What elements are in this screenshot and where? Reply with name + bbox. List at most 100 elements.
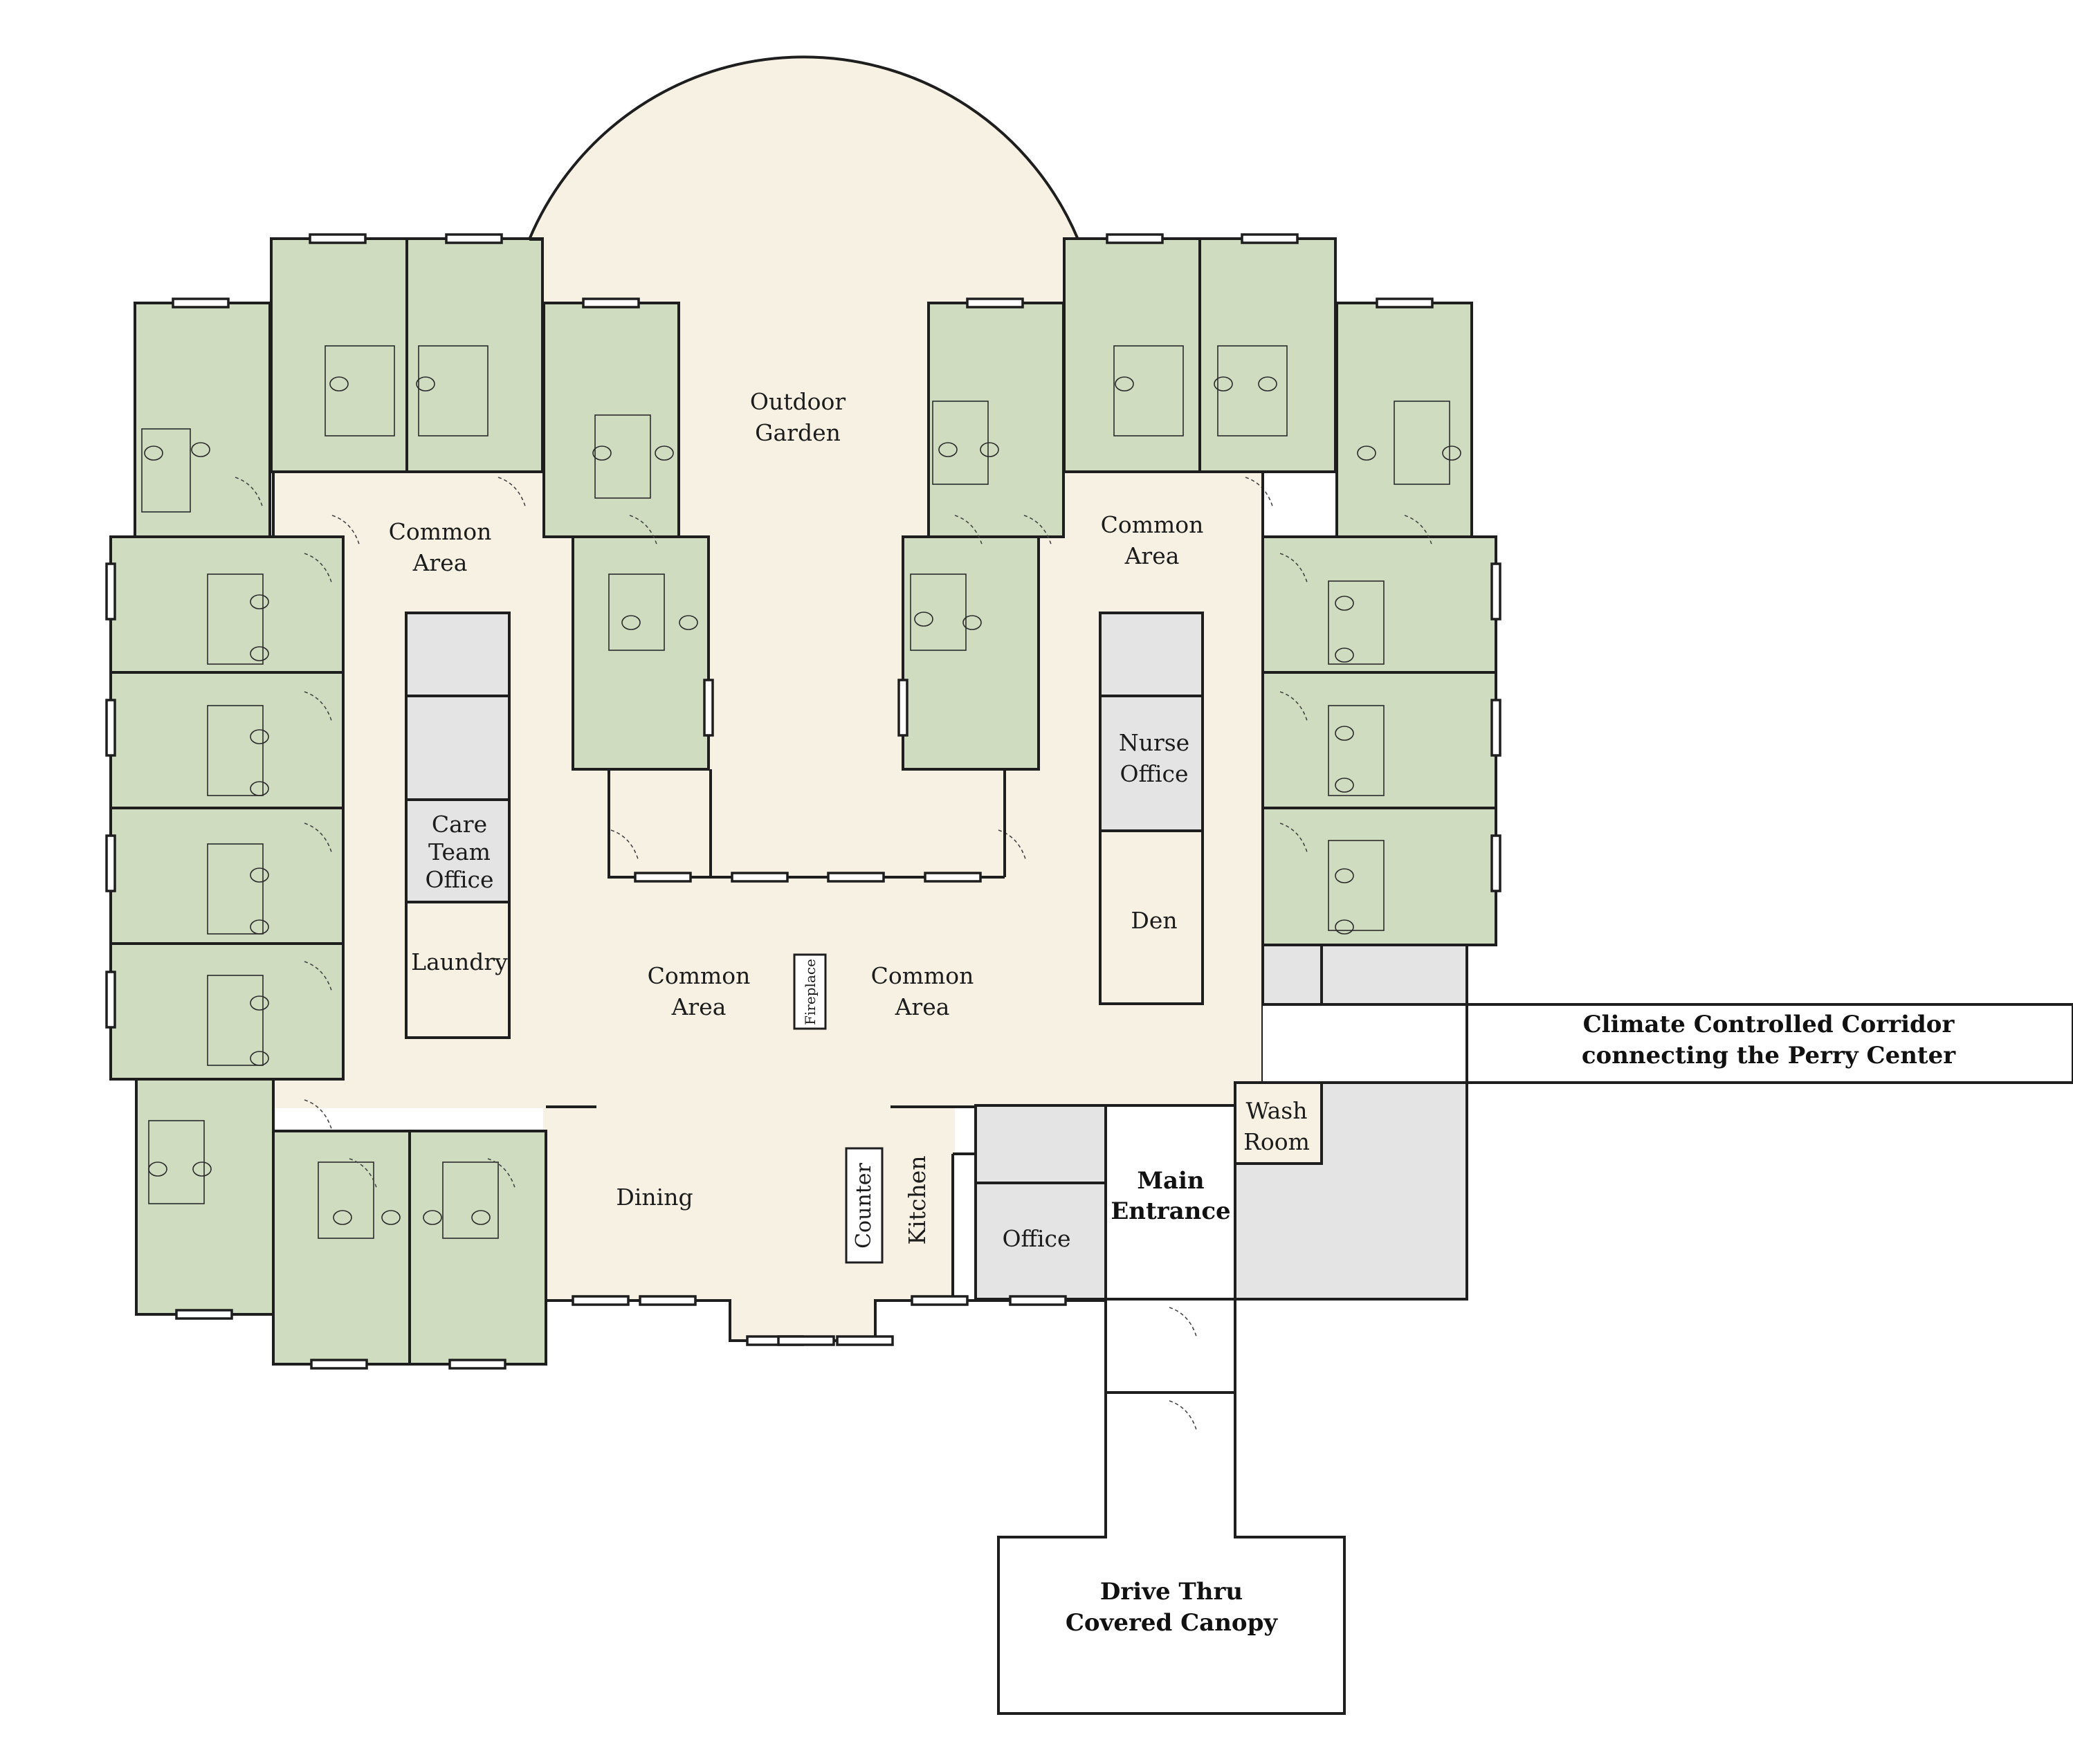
- resident-room: [109, 671, 345, 809]
- window: [105, 971, 116, 1029]
- service-rooms: [405, 612, 1468, 1301]
- common-area-label: Area: [895, 993, 950, 1020]
- door-swing: [304, 691, 333, 724]
- bathroom-stall: [207, 975, 264, 1066]
- window: [639, 1295, 697, 1306]
- bathroom-stall: [932, 401, 989, 485]
- window: [172, 297, 230, 309]
- toilet-icon: [333, 1210, 352, 1225]
- door-swing: [487, 1158, 516, 1191]
- toilet-icon: [1442, 445, 1461, 461]
- toilet-icon: [191, 442, 210, 457]
- window: [582, 297, 640, 309]
- door-swing: [1404, 515, 1433, 547]
- bathroom-stall: [141, 428, 191, 513]
- resident-room: [405, 237, 544, 473]
- resident-room: [1063, 237, 1201, 473]
- office-room: [974, 1182, 1107, 1301]
- window: [897, 679, 908, 737]
- toilet-icon: [1335, 778, 1354, 793]
- dining-label: Dining: [616, 1184, 693, 1211]
- common-floor-bay: [730, 1297, 875, 1342]
- toilet-icon: [192, 1161, 212, 1177]
- door-swing: [1169, 1400, 1198, 1433]
- windows: [105, 233, 1501, 1370]
- bathroom-stall: [325, 345, 395, 437]
- window: [1490, 699, 1501, 757]
- bathroom-stall: [1328, 840, 1385, 931]
- bathroom-stall: [608, 573, 665, 651]
- toilet-icon: [416, 376, 435, 392]
- window: [703, 679, 714, 737]
- window: [445, 233, 503, 244]
- wash-room-label: Room: [1243, 1128, 1310, 1155]
- den-label: Den: [1131, 907, 1177, 934]
- window: [966, 297, 1024, 309]
- main-entrance-label: Main: [1137, 1167, 1204, 1195]
- resident-room: [109, 942, 345, 1081]
- care-team-office-label: Office: [425, 866, 493, 893]
- office-label: Office: [1002, 1225, 1070, 1252]
- care-team-office-label: Care: [432, 811, 487, 838]
- resident-room: [927, 302, 1065, 538]
- labels: Outdoor Garden Common Area Common Area C…: [389, 388, 1957, 1637]
- door-swing: [304, 961, 333, 993]
- door-swing: [304, 823, 333, 855]
- toilet-icon: [1335, 596, 1354, 611]
- door-swing: [349, 1158, 378, 1191]
- bathroom-stall: [148, 1120, 205, 1204]
- bathroom-stall: [442, 1161, 499, 1239]
- bathroom-stall: [594, 414, 651, 499]
- window: [1241, 233, 1299, 244]
- counter-label: Counter: [852, 1162, 876, 1248]
- toilet-icon: [250, 995, 269, 1011]
- toilet-icon: [938, 442, 958, 457]
- resident-room: [270, 237, 408, 473]
- main-entrance-label: Entrance: [1111, 1197, 1230, 1225]
- toilet-icon: [471, 1210, 491, 1225]
- window: [731, 872, 789, 883]
- toilet-icon: [1357, 445, 1376, 461]
- window: [911, 1295, 969, 1306]
- window: [836, 1335, 894, 1346]
- resident-room: [572, 535, 710, 771]
- bathroom-stall: [318, 1161, 374, 1239]
- window: [924, 872, 982, 883]
- toilet-icon: [250, 729, 269, 744]
- common-area-label: Common: [1101, 511, 1204, 538]
- resident-room: [1261, 671, 1497, 809]
- window: [634, 872, 692, 883]
- door-swing: [331, 515, 360, 547]
- door-swing: [610, 829, 639, 862]
- bathroom-stall: [1217, 345, 1288, 437]
- common-area-label: Common: [648, 962, 751, 989]
- toilet-icon: [914, 612, 933, 627]
- window: [777, 1335, 835, 1346]
- toilet-icon: [621, 615, 641, 630]
- wash-room-label: Wash: [1246, 1097, 1308, 1124]
- storage-room: [1099, 612, 1204, 697]
- toilet-icon: [679, 615, 698, 630]
- resident-room: [135, 1078, 275, 1316]
- door-swing: [304, 553, 333, 585]
- door-swing: [1169, 1307, 1198, 1339]
- window: [175, 1309, 233, 1320]
- resident-room: [134, 302, 271, 538]
- service-room-east: [1261, 944, 1323, 1006]
- door-swing: [235, 477, 264, 509]
- outdoor-garden-area: [529, 57, 1078, 877]
- resident-room: [1261, 807, 1497, 946]
- toilet-icon: [592, 445, 612, 461]
- door-swing: [1279, 823, 1308, 855]
- resident-room: [109, 535, 345, 674]
- resident-room: [1198, 237, 1337, 473]
- toilet-icon: [381, 1210, 401, 1225]
- toilet-icon: [1214, 376, 1233, 392]
- window: [572, 1295, 630, 1306]
- toilet-icon: [1115, 376, 1134, 392]
- resident-room: [109, 807, 345, 945]
- toilet-icon: [1335, 868, 1354, 883]
- fireplace-label: Fireplace: [802, 959, 819, 1025]
- canopy-label: Drive Thru: [1100, 1578, 1243, 1606]
- window: [1490, 562, 1501, 621]
